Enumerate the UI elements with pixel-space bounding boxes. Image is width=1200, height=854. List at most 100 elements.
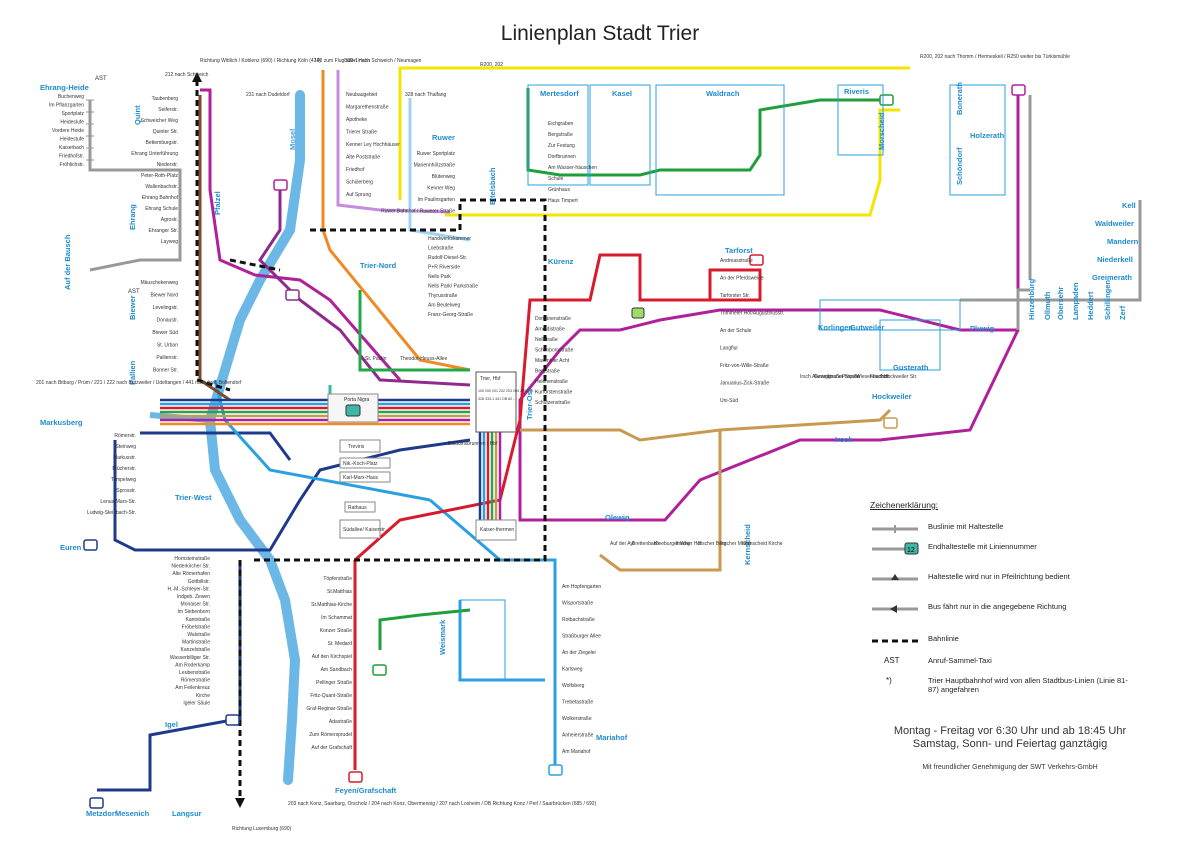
district-olewig: Olewig xyxy=(605,513,630,522)
stop-label: Lenus-Mars-Str. xyxy=(100,499,136,505)
stops-mariahof: Am HopfengartenWisportstraßeRotbachstraß… xyxy=(562,584,601,755)
district-pfalzel: Pfalzel xyxy=(213,191,222,215)
stop-label: Fritz-von-Wille-Straße xyxy=(720,363,769,369)
stop-label: Nells Park xyxy=(428,274,451,280)
stop-label: Uni-Süd xyxy=(720,398,738,404)
stop-label: Trierer Straße xyxy=(346,130,377,136)
service-hours-weekend: Samstag, Sonn- und Feiertag ganztägig xyxy=(850,738,1170,751)
stop-label: Nells Park/ Parkstraße xyxy=(428,284,478,290)
stop-label: Martinstraße xyxy=(182,640,210,646)
hub-hbf-lines2: 328 333-1 441 DB 82 ... xyxy=(478,397,516,401)
stop-label: Ehrang Schule xyxy=(145,206,178,212)
stop-label: Walstraße xyxy=(187,632,210,638)
stops-irsch: Irsch AbzweigGeorgstraßeIrscher StraßePr… xyxy=(800,374,917,380)
district-mertesdorf: Mertesdorf xyxy=(540,89,579,98)
legend-row-rail: Bahnlinie xyxy=(870,634,1170,650)
badge-87-top xyxy=(1012,85,1025,95)
stops-south: HornsteinstraßeNiederkircher Str.Alte Rö… xyxy=(167,556,210,706)
stop-label: Auf Sprung xyxy=(346,192,371,198)
stop-label: Sportplatz xyxy=(61,111,84,117)
stop-label: Am Wasser-häuschen xyxy=(548,165,597,171)
hub-balduin: Balduinsbrunnen / Hbf xyxy=(448,441,498,447)
district-langsur: Langsur xyxy=(172,809,202,818)
stop-label: Bonner Str. xyxy=(153,368,178,374)
district-morscheid: Morscheid xyxy=(877,112,886,150)
district-gusterath: Gusterath xyxy=(893,363,929,372)
stop-label: Schützenstraße xyxy=(535,400,570,406)
stop-label: Hornsteinstraße xyxy=(174,556,210,562)
district-waldweiler: Waldweiler xyxy=(1095,219,1134,228)
legend-arrowstop-label: Haltestelle wird nur in Pfeilrichtung be… xyxy=(928,572,1088,581)
stop-label: Trimmeler Hof/Augustinusstr. xyxy=(720,311,784,317)
note-wittlich: Richtung Wittlich / Koblenz (690) / Rich… xyxy=(200,58,321,64)
stop-label: Niederkircher Str. xyxy=(171,564,210,570)
stop-label: Schule xyxy=(548,176,564,182)
stop-label: Tarforster Str. xyxy=(720,293,750,299)
district-niederkell: Niederkell xyxy=(1097,255,1133,264)
stop-label: Pallienstr. xyxy=(156,355,178,361)
badge-82-south xyxy=(549,765,562,775)
district-schillingen: Schillingen xyxy=(1103,280,1112,320)
line-yellow xyxy=(400,68,910,200)
hub-karlmarx: Karl-Marx-Haus xyxy=(343,475,379,481)
district-trier-nord: Trier-Nord xyxy=(360,261,397,270)
stop-label: Im Paulinsgarten xyxy=(417,197,455,203)
stop-label: Graf-Reginar-Straße xyxy=(306,706,352,712)
badge-4 xyxy=(632,308,644,318)
legend: Zeichenerklärung: Buslinie mit Haltestel… xyxy=(870,500,1170,710)
district-markusberg: Markusberg xyxy=(40,418,83,427)
stop-label: Taubenberg xyxy=(152,96,179,102)
stop-label: Franz-Georg-Straße xyxy=(428,312,473,318)
service-hours: Montag - Freitag vor 6:30 Uhr und ab 18:… xyxy=(850,725,1170,751)
stop-label: Friedhofstr. xyxy=(59,154,84,160)
district-weismark: Weismark xyxy=(438,619,447,655)
legend-note-desc: Trier Hauptbahnhof wird von allen Stadtb… xyxy=(928,676,1128,694)
legend-row-oneway: Bus fährt nur in die angegebene Richtung xyxy=(870,602,1170,618)
stop-label: Levelingstr. xyxy=(153,305,178,311)
line-84b xyxy=(600,430,720,570)
stops-olewig: Auf der AylBrettenbachKleeburger WegIhsc… xyxy=(610,541,783,547)
stops-kuerenz: DomänenstraßeArnoldistraßeNellstraßeSchö… xyxy=(535,316,574,406)
note-duedel: 231 nach Dudeldorf xyxy=(246,92,290,98)
line-orange xyxy=(323,70,470,370)
stop-label: Eichgraben xyxy=(548,121,574,127)
stop-label: Kenner Ley Hochhäuser xyxy=(346,142,400,148)
stop-label: Buchenweg xyxy=(58,94,84,100)
district-mariahof: Mariahof xyxy=(596,733,628,742)
district-trier-west: Trier-West xyxy=(175,493,212,502)
district-korlingen: Korlingen xyxy=(818,323,853,332)
note-luxembourg: Richtung Luxemburg (690) xyxy=(232,826,292,832)
district-eitelsbach: Eitelsbach xyxy=(488,167,497,205)
district-kell: Kell xyxy=(1122,201,1136,210)
legend-ast-key: AST xyxy=(884,656,900,665)
stop-label: An der Ziegelei xyxy=(562,650,596,656)
stops-feyen: TöpferstraßeSt.MatthiasSt.Matthias-Kirch… xyxy=(306,576,352,751)
stop-label: Im Pflanzgarten xyxy=(49,103,84,109)
stops-tarforst: AndreasstraßeAn der PferdsweideTarforste… xyxy=(720,258,784,404)
stop-label: Ruwer Sportplatz xyxy=(417,151,456,157)
stop-label: Grünhaus xyxy=(548,187,570,193)
stops-ruwer: Ruwer SportplatzMariennhölzstraßeBlütenw… xyxy=(381,151,455,215)
badge-81-euren xyxy=(84,540,97,550)
district-bonerath: Bonerath xyxy=(955,82,964,115)
district-kuerenz: Kürenz xyxy=(548,257,574,266)
stop-label: Im Schammat xyxy=(321,615,352,621)
stop-label: Auf der Grafschaft xyxy=(311,745,352,751)
stop-label: Römerstraße xyxy=(181,678,210,684)
stop-label: Blücherstr. xyxy=(112,466,136,472)
district-ollmuth: Ollmuth xyxy=(1043,291,1052,320)
stop-label: Kernscheid Kirche xyxy=(742,541,783,547)
stop-label: Schönbornstraße xyxy=(535,348,574,354)
legend-endstop-label: Endhaltestelle mit Liniennummer xyxy=(928,542,1088,551)
legend-oneway-label: Bus fährt nur in die angegebene Richtung xyxy=(928,602,1088,611)
note-neumagen: 333-1 nach Schweich / Neumagen xyxy=(345,58,422,64)
stop-label: Wolfsberg xyxy=(562,683,585,689)
stop-label: Kaiserbach xyxy=(59,145,84,151)
district-zerf: Zerf xyxy=(1118,305,1127,320)
district-euren: Euren xyxy=(60,543,82,552)
badge-86-west xyxy=(373,665,386,675)
district-lampaden: Lampaden xyxy=(1071,282,1080,320)
stop-label: Maximiner Acht xyxy=(535,358,570,364)
legend-bus-label: Buslinie mit Haltestelle xyxy=(928,522,1088,531)
